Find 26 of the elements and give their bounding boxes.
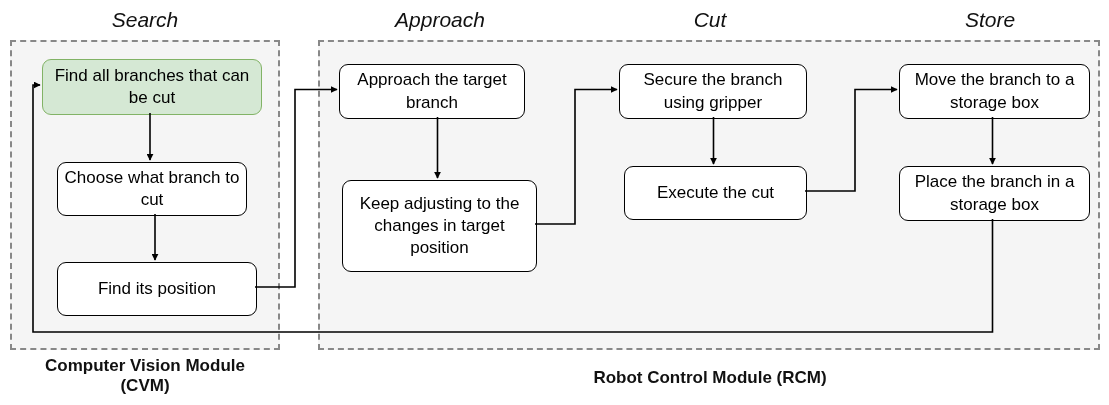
stage-heading: Cut <box>692 8 728 32</box>
process-box: Secure the branch using gripper <box>619 64 807 119</box>
stage-heading: Search <box>110 8 180 32</box>
process-box: Find its position <box>57 262 257 316</box>
module-label: Computer Vision Module (CVM) <box>44 356 246 397</box>
arrow <box>151 213 159 261</box>
process-box: Execute the cut <box>624 166 807 220</box>
process-box: Move the branch to a storage box <box>899 64 1090 119</box>
module-group <box>10 40 280 350</box>
arrow <box>989 116 996 165</box>
process-box: Approach the target branch <box>339 64 525 119</box>
arrow <box>804 86 898 192</box>
process-box: Place the branch in a storage box <box>899 166 1090 221</box>
arrow <box>146 112 154 161</box>
arrow <box>534 86 618 225</box>
stage-heading: Store <box>963 8 1017 32</box>
process-box: Keep adjusting to the changes in target position <box>342 180 537 272</box>
arrow <box>254 86 338 288</box>
module-group <box>318 40 1100 350</box>
process-box: Choose what branch to cut <box>57 162 247 216</box>
arrow <box>710 116 717 165</box>
stage-heading: Approach <box>393 8 486 32</box>
start-step-box: Find all branches that can be cut <box>42 59 262 115</box>
arrow <box>434 116 441 179</box>
module-label: Robot Control Module (RCM) <box>592 368 828 389</box>
arrow <box>32 81 994 333</box>
